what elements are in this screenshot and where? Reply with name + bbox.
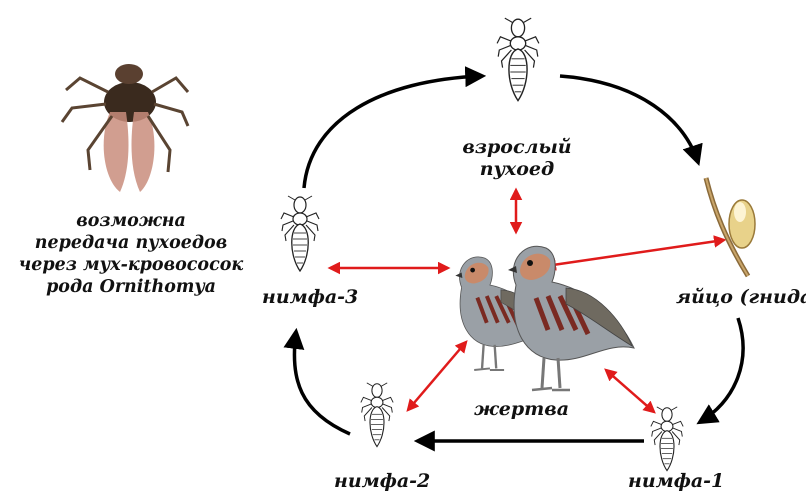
label-nymph2: нимфа-2 bbox=[334, 470, 430, 492]
fly-image bbox=[62, 64, 188, 192]
louse-nymph2-icon bbox=[361, 383, 393, 447]
note-line-3: через мух-кровососок bbox=[0, 254, 262, 276]
label-nymph1: нимфа-1 bbox=[628, 470, 724, 492]
arrow-egg-to-nymph1 bbox=[700, 318, 743, 422]
arrow-nymph2-host bbox=[408, 342, 466, 410]
arrow-nymph3-to-adult bbox=[304, 76, 482, 188]
label-host: жертва bbox=[474, 398, 569, 420]
label-egg: яйцо (гнида) bbox=[676, 286, 806, 308]
label-adult-line1: взрослый bbox=[462, 136, 572, 158]
label-adult-line2: пухоед bbox=[462, 158, 572, 180]
note-line-4: рода Ornithomya bbox=[0, 276, 262, 298]
nit-on-feather-icon bbox=[706, 178, 755, 276]
arrow-egg-host bbox=[546, 240, 724, 266]
transmission-note: возможна передача пухоедов через мух-кро… bbox=[0, 210, 262, 298]
arrow-nymph2-to-nymph3 bbox=[294, 332, 350, 434]
louse-nymph1-icon bbox=[651, 407, 683, 471]
partridge-image bbox=[508, 246, 634, 390]
note-line-1: возможна bbox=[0, 210, 262, 232]
louse-nymph3-icon bbox=[281, 196, 319, 271]
note-line-2: передача пухоедов bbox=[0, 232, 262, 254]
label-adult: взрослый пухоед bbox=[462, 136, 572, 180]
label-nymph3: нимфа-3 bbox=[262, 286, 358, 308]
arrow-adult-to-egg bbox=[560, 76, 698, 162]
arrow-nymph1-host bbox=[606, 370, 654, 412]
louse-adult-icon bbox=[497, 18, 539, 101]
